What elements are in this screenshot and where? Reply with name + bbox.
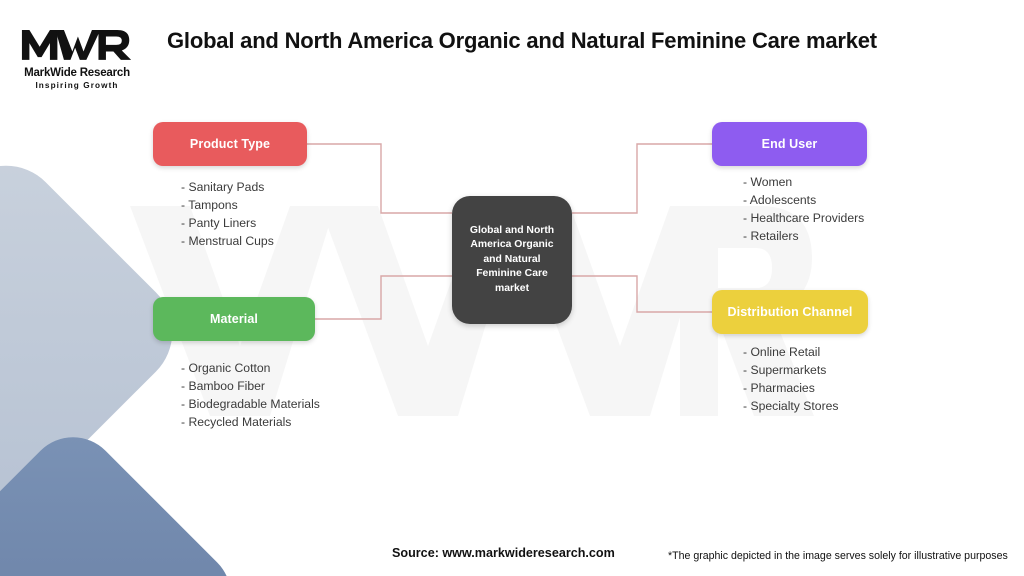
list-item: - Pharmacies [743,381,815,395]
list-item: - Menstrual Cups [181,234,274,248]
list-item: - Women [743,175,793,189]
branch-label: End User [761,137,818,151]
branch-label: Distribution Channel [727,305,853,319]
page-title: Global and North America Organic and Nat… [167,28,877,53]
list-item: - Biodegradable Materials [181,397,320,411]
mwr-monogram-icon [21,30,132,60]
branch-pill-material[interactable]: Material [153,297,315,341]
branch-list-distribution-channel: - Online Retail - Supermarkets - Pharmac… [743,343,839,415]
branch-list-end-user: - Women - Adolescents - Healthcare Provi… [743,173,864,245]
brand-name: MarkWide Research [24,67,130,79]
center-node: Global and North America Organic and Nat… [452,196,572,324]
brand-tagline: Inspiring Growth [35,81,119,90]
footer-source: Source: www.markwideresearch.com [392,546,615,560]
list-item: - Retailers [743,229,799,243]
list-item: - Adolescents [743,193,817,207]
list-item: - Tampons [181,198,238,212]
branch-label: Product Type [189,137,271,151]
list-item: - Panty Liners [181,216,257,230]
list-item: - Sanitary Pads [181,180,265,194]
list-item: - Specialty Stores [743,399,839,413]
branch-pill-end-user[interactable]: End User [712,122,867,166]
center-node-label: Global and North America Organic and Nat… [469,224,555,294]
branch-label: Material [209,312,259,326]
list-item: - Healthcare Providers [743,211,865,225]
branch-list-product-type: - Sanitary Pads - Tampons - Panty Liners… [181,178,274,250]
list-item: - Supermarkets [743,363,827,377]
brand-logo: MarkWide Research Inspiring Growth [18,22,136,90]
list-item: - Online Retail [743,345,821,359]
footer-disclaimer: *The graphic depicted in the image serve… [668,550,1008,562]
branch-pill-distribution-channel[interactable]: Distribution Channel [712,290,868,334]
list-item: - Bamboo Fiber [181,379,265,393]
branch-list-material: - Organic Cotton - Bamboo Fiber - Biodeg… [181,359,320,431]
list-item: - Organic Cotton [181,361,271,375]
branch-pill-product-type[interactable]: Product Type [153,122,307,166]
list-item: - Recycled Materials [181,415,292,429]
